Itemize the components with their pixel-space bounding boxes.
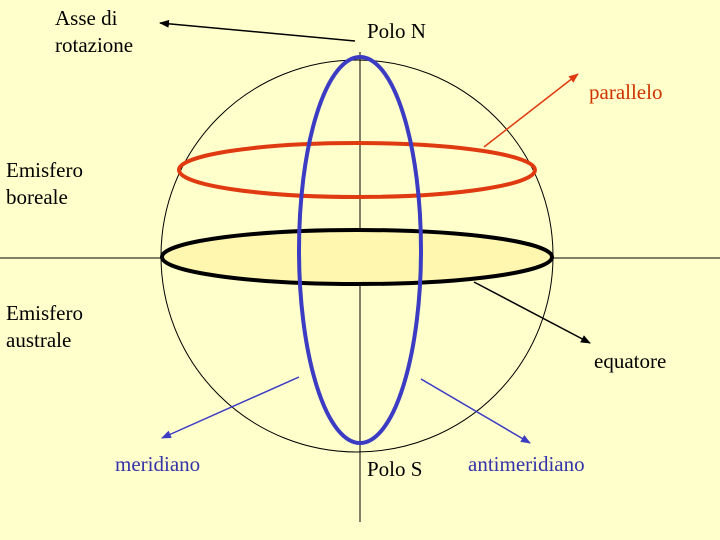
equator-label: equatore xyxy=(594,348,666,375)
equator-ellipse xyxy=(162,230,552,284)
parallel-arrow xyxy=(484,74,578,147)
north-hemisphere-label-line1: Emisfero xyxy=(6,157,83,184)
axis-label: Asse di rotazione xyxy=(55,5,133,59)
axis-arrow xyxy=(160,23,355,41)
parallel-ellipse xyxy=(179,143,535,197)
meridian-arrow xyxy=(162,377,299,438)
antimeridian-label: antimeridiano xyxy=(468,451,585,478)
north-pole-label: Polo N xyxy=(367,18,426,45)
axis-label-line1: Asse di xyxy=(55,5,133,32)
south-hemisphere-label: Emisfero australe xyxy=(6,300,83,354)
south-pole-label: Polo S xyxy=(367,456,422,483)
parallel-label: parallelo xyxy=(589,79,662,106)
antimeridian-arrow xyxy=(421,379,530,443)
north-hemisphere-label-line2: boreale xyxy=(6,184,83,211)
south-hemisphere-label-line1: Emisfero xyxy=(6,300,83,327)
north-hemisphere-label: Emisfero boreale xyxy=(6,157,83,211)
meridian-label: meridiano xyxy=(115,451,200,478)
axis-label-line2: rotazione xyxy=(55,32,133,59)
equator-arrow xyxy=(474,282,590,343)
south-hemisphere-label-line2: australe xyxy=(6,327,83,354)
